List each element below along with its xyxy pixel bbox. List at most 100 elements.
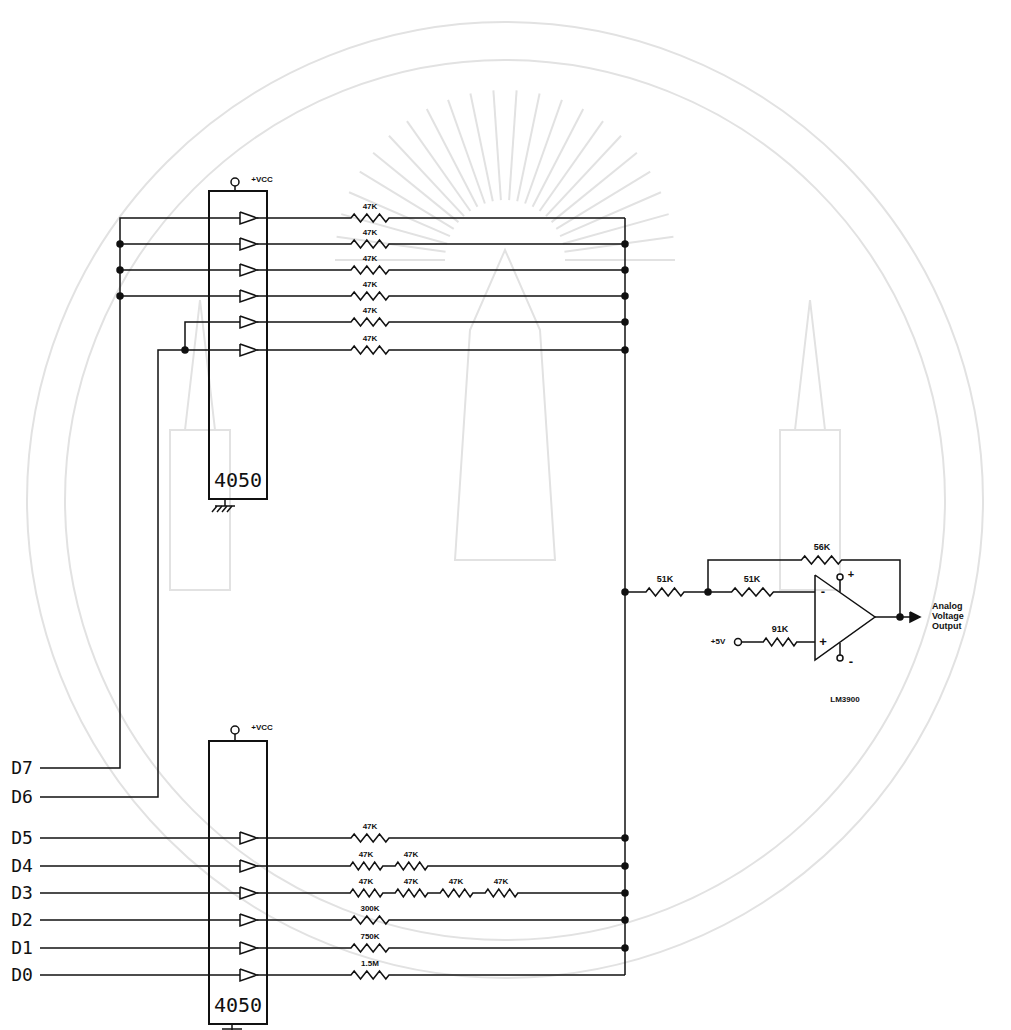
supply-terminal <box>231 726 239 734</box>
wire <box>625 591 640 593</box>
wire <box>257 947 345 949</box>
buffer-symbol <box>240 860 257 872</box>
wire <box>120 295 240 297</box>
wire <box>40 837 240 839</box>
resistor-value: 750K <box>360 933 379 942</box>
wire <box>120 243 240 245</box>
resistor-symbol <box>345 889 388 897</box>
signal-name: D7 <box>11 758 33 778</box>
wire <box>395 321 625 323</box>
resistor-value: 47K <box>363 229 378 238</box>
signal-name: D3 <box>11 883 33 903</box>
wire <box>395 837 625 839</box>
resistor-symbol <box>345 971 395 979</box>
supply-terminal <box>231 178 239 186</box>
wire <box>40 919 240 921</box>
wire <box>802 641 815 643</box>
wire <box>257 295 345 297</box>
resistor-symbol <box>435 889 478 897</box>
signal-name: D6 <box>11 787 33 807</box>
resistor-value: 47K <box>363 307 378 316</box>
signal-name: D2 <box>11 910 33 930</box>
resistor-symbol <box>390 862 433 870</box>
supply-lead <box>839 580 841 592</box>
resistor-symbol <box>345 862 388 870</box>
wire <box>395 269 625 271</box>
buffer-symbol <box>240 238 257 250</box>
wire <box>523 892 625 894</box>
wire <box>257 974 345 976</box>
resistor-symbol <box>480 889 523 897</box>
signal-name: D5 <box>11 828 33 848</box>
wire <box>257 892 345 894</box>
resistor-symbol <box>345 834 395 842</box>
resistor-value: 1.5M <box>361 960 379 969</box>
wire <box>257 269 345 271</box>
signal-name: D1 <box>11 938 33 958</box>
buffer-symbol <box>240 969 257 981</box>
buffer-symbol <box>240 942 257 954</box>
wire <box>40 350 240 797</box>
resistor-symbol <box>390 889 433 897</box>
resistor-value: 47K <box>359 851 374 860</box>
wire <box>40 865 240 867</box>
wire <box>257 837 345 839</box>
resistor-symbol <box>345 266 395 274</box>
wire <box>388 865 390 867</box>
junction-dot <box>117 293 123 299</box>
resistor-value: 91K <box>772 625 789 635</box>
resistor-value: 47K <box>404 878 419 887</box>
resistor-value: 47K <box>363 823 378 832</box>
supply-terminal <box>837 574 843 580</box>
junction-dot <box>182 347 188 353</box>
buffer-symbol <box>240 344 257 356</box>
ground-symbol <box>217 506 222 512</box>
wire <box>257 865 345 867</box>
ic-part-number: 4050 <box>210 468 266 492</box>
buffer-symbol <box>240 832 257 844</box>
supply-lead <box>839 643 841 655</box>
buffer-symbol <box>240 887 257 899</box>
resistor-symbol <box>758 638 802 646</box>
wire <box>708 591 725 593</box>
buffer-symbol <box>240 264 257 276</box>
wire <box>40 892 240 894</box>
resistor-symbol <box>345 240 395 248</box>
supply-terminal <box>735 639 742 646</box>
wire <box>395 974 625 976</box>
resistor-value: 56K <box>814 543 831 553</box>
resistor-value: 47K <box>449 878 464 887</box>
resistor-value: 47K <box>494 878 509 887</box>
wire <box>741 641 758 643</box>
resistor-symbol <box>725 588 780 596</box>
wire <box>120 269 240 271</box>
ground-symbol <box>222 506 227 512</box>
wire <box>257 321 345 323</box>
resistor-value: 47K <box>363 203 378 212</box>
wire <box>395 217 625 219</box>
buffer-symbol <box>240 212 257 224</box>
buffer-symbol <box>240 316 257 328</box>
wire <box>257 217 345 219</box>
wire <box>40 947 240 949</box>
summing-bus <box>624 218 626 975</box>
wire <box>185 322 240 350</box>
output-label: Analog Voltage Output <box>932 602 984 632</box>
resistor-value: 51K <box>657 575 674 585</box>
resistor-symbol <box>640 588 690 596</box>
output-arrow <box>910 612 920 622</box>
wire <box>40 974 240 976</box>
resistor-value: 47K <box>363 335 378 344</box>
output-wire <box>875 616 910 618</box>
supply-label: +VCC <box>251 724 273 733</box>
wire <box>433 865 625 867</box>
resistor-symbol <box>795 556 848 564</box>
wire <box>257 919 345 921</box>
ground-symbol <box>222 1028 242 1030</box>
resistor-symbol <box>345 944 395 952</box>
resistor-symbol <box>345 318 395 326</box>
ic-package: 4050 <box>208 740 268 1025</box>
junction-dot <box>117 267 123 273</box>
wire <box>848 560 900 617</box>
